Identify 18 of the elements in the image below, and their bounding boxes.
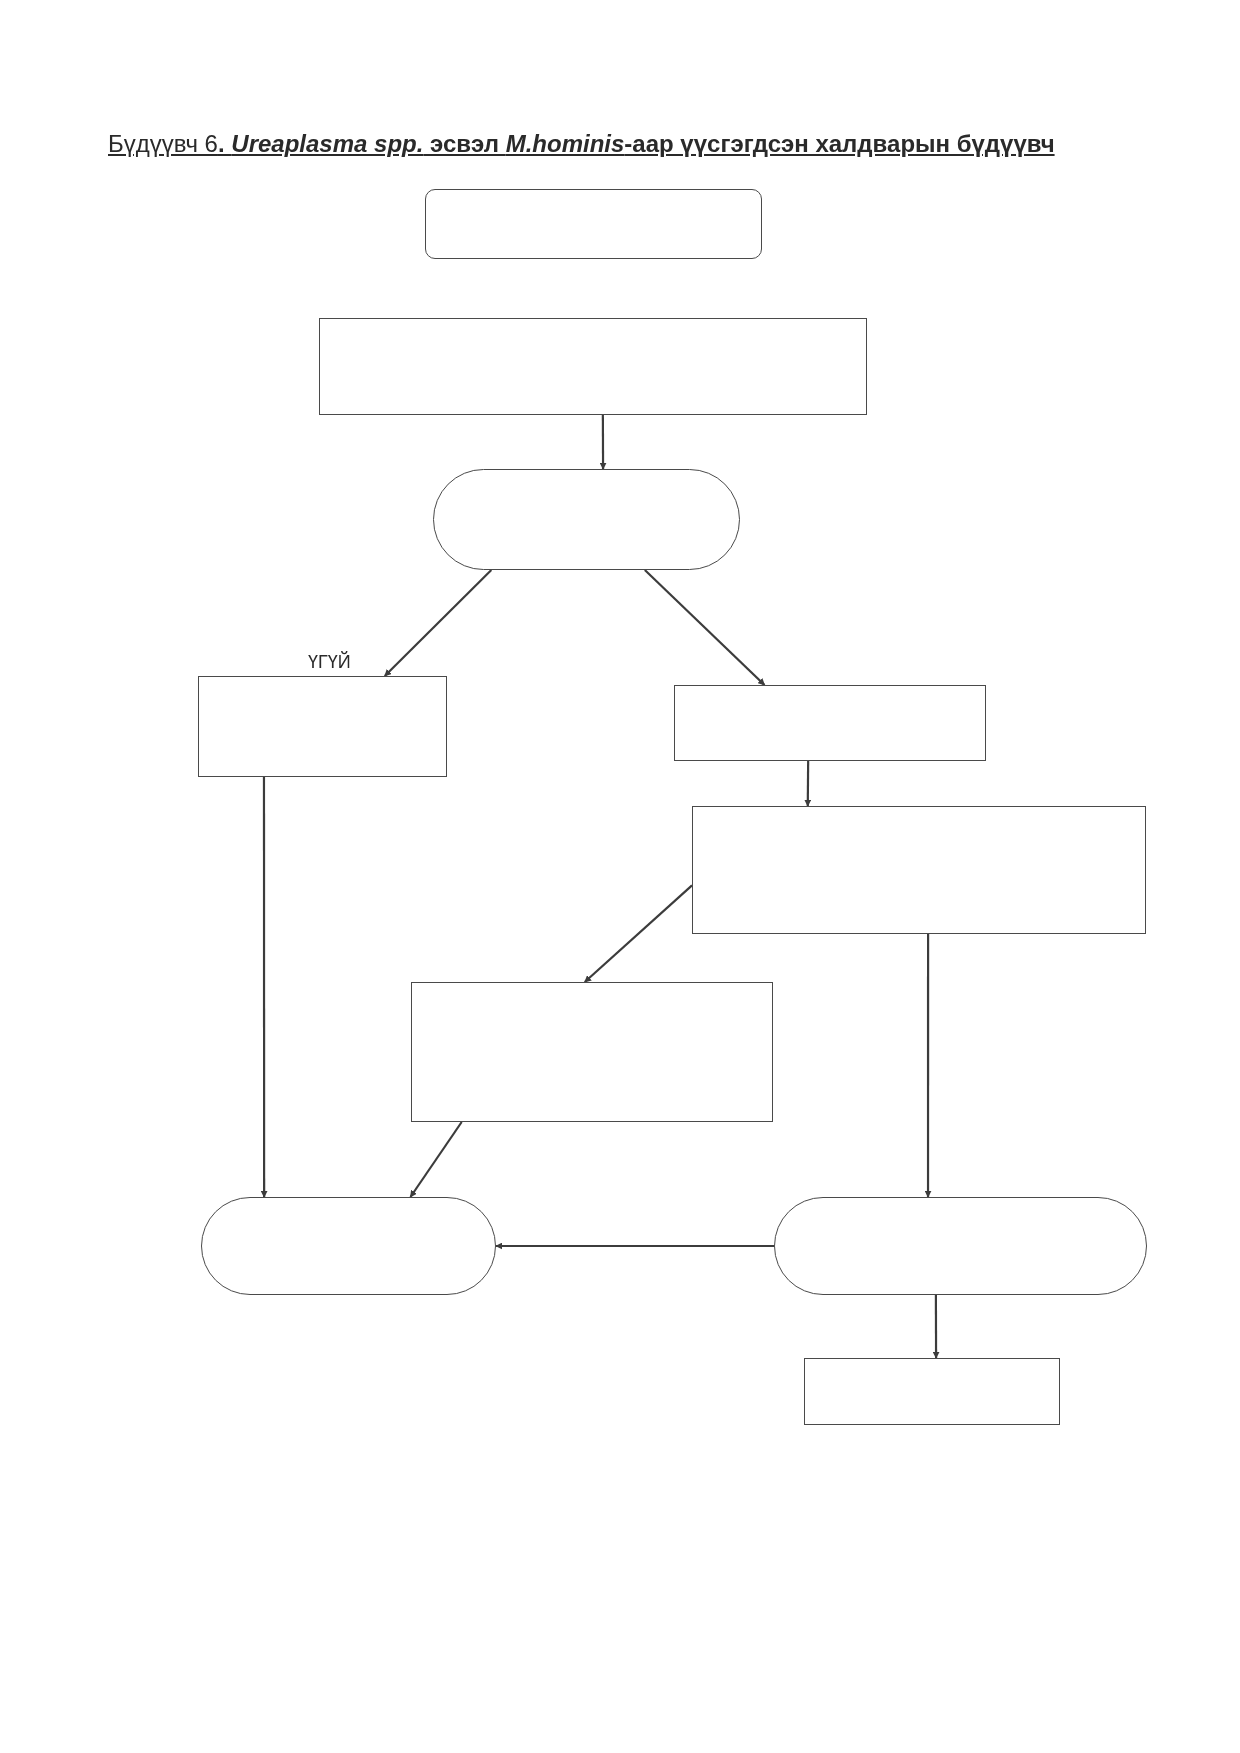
arrow	[804, 761, 812, 807]
arrow	[260, 777, 268, 1198]
arrow	[383, 569, 493, 677]
arrow	[599, 415, 607, 470]
process-box	[674, 685, 986, 761]
arrow	[644, 569, 766, 686]
diagram-title: Бүдүүвч 6. Ureaplasma spp. эсвэл M.hominis-аар үүсгэгдсэн халдварын бүдүүвч	[108, 129, 1055, 159]
process-box	[198, 676, 447, 777]
arrow	[584, 884, 693, 983]
arrow	[932, 1295, 940, 1359]
arrow	[409, 1121, 463, 1198]
process-box	[411, 982, 773, 1122]
process-box	[804, 1358, 1060, 1425]
process-box	[319, 318, 867, 415]
arrow	[495, 1242, 774, 1250]
arrow	[924, 934, 932, 1198]
process-box	[425, 189, 762, 259]
process-box	[692, 806, 1146, 934]
